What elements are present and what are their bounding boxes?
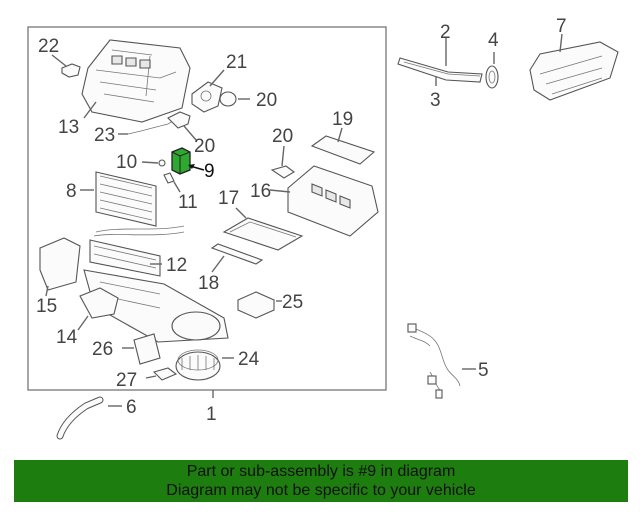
- part-15-panel: [39, 237, 81, 297]
- callout-20-right: 20: [272, 126, 293, 147]
- part-25-resistor: [237, 291, 282, 319]
- callout-26: 26: [92, 339, 113, 360]
- part-20-bracket: [167, 111, 197, 141]
- part-20-motor-top: [219, 91, 250, 107]
- callout-10: 10: [116, 152, 137, 173]
- callout-5: 5: [478, 360, 489, 381]
- part-11-screw: [163, 172, 181, 193]
- callout-13: 13: [58, 117, 79, 138]
- callout-20-top: 20: [256, 90, 277, 111]
- part-24-blower-motor: [175, 349, 234, 381]
- parts-diagram: 1 2 3 4 5 6 7 8 9 10 11 12 13 14 15 16 1…: [27, 16, 619, 440]
- part-6-hose: [56, 396, 122, 440]
- info-banner: Part or sub-assembly is #9 in diagram Di…: [14, 460, 628, 502]
- part-21-actuator: [191, 69, 225, 113]
- part-13-upper-case: [81, 39, 191, 123]
- part-18-strip: [210, 243, 264, 273]
- callout-23: 23: [94, 125, 115, 146]
- callout-1: 1: [206, 404, 217, 425]
- callout-2: 2: [440, 22, 451, 43]
- part-4-ring: [485, 52, 499, 89]
- callout-12: 12: [166, 255, 187, 276]
- callout-6: 6: [126, 397, 137, 418]
- part-5-harness: [407, 323, 476, 399]
- part-23-wire: [118, 117, 179, 135]
- callout-14: 14: [56, 327, 78, 348]
- callout-27: 27: [116, 370, 137, 391]
- part-12-evaporator: [89, 225, 185, 277]
- part-9-highlighted: [171, 147, 205, 175]
- banner-line-part: Part or sub-assembly is #9 in diagram: [186, 463, 456, 480]
- callout-20-middle: 20: [194, 136, 215, 157]
- callout-9: 9: [204, 161, 215, 182]
- part-lower-case: [83, 269, 229, 343]
- part-27-bracket: [145, 367, 178, 381]
- part-17-filter: [222, 207, 304, 251]
- callout-21: 21: [226, 52, 247, 73]
- callout-7: 7: [556, 16, 567, 37]
- part-16-case: [269, 165, 379, 237]
- part-8-heater-core: [80, 171, 157, 227]
- assembly-frame: [27, 26, 387, 391]
- banner-line-disclaimer: Diagram may not be specific to your vehi…: [166, 482, 476, 499]
- callout-19: 19: [332, 109, 353, 130]
- callout-3: 3: [430, 90, 441, 111]
- part-14-bracket: [77, 287, 119, 331]
- callout-4: 4: [488, 30, 499, 51]
- callout-15: 15: [36, 296, 57, 317]
- callout-22: 22: [38, 36, 59, 57]
- callout-24: 24: [238, 349, 260, 370]
- part-10-screw: [141, 159, 166, 167]
- callout-25: 25: [282, 292, 303, 313]
- part-26-module: [122, 333, 161, 365]
- part-22-clip: [51, 54, 81, 78]
- part-20-clip-right: [270, 145, 295, 179]
- part-2-duct: [397, 38, 483, 83]
- part-19-cover: [310, 127, 376, 165]
- callout-18: 18: [198, 273, 219, 294]
- part-7-duct: [529, 33, 619, 101]
- callout-17: 17: [218, 188, 239, 209]
- callout-16: 16: [250, 181, 271, 202]
- callout-8: 8: [66, 181, 77, 202]
- callout-11: 11: [178, 192, 198, 213]
